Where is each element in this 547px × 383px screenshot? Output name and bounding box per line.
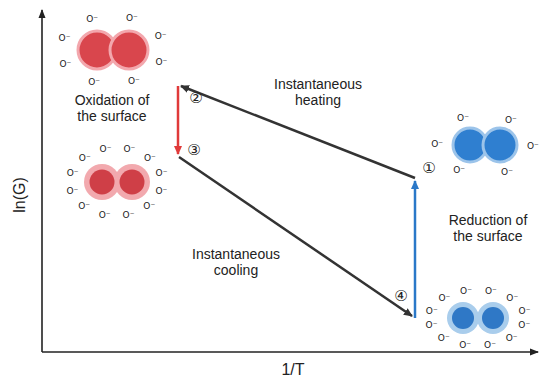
oxygen-ion-label: O⁻ xyxy=(519,306,531,316)
oxygen-ion-label: O⁻ xyxy=(459,340,471,350)
oxygen-ion-label: O⁻ xyxy=(460,286,472,296)
oxygen-ion-label: O⁻ xyxy=(79,153,91,163)
oxygen-ion-label: O⁻ xyxy=(126,13,138,23)
oxygen-ion-label: O⁻ xyxy=(99,210,111,220)
particle-pair xyxy=(78,31,148,69)
oxygen-ion-label: O⁻ xyxy=(67,185,79,195)
oxygen-ion-label: O⁻ xyxy=(453,165,465,175)
oxygen-ion-label: O⁻ xyxy=(527,141,539,151)
reduction-arrow xyxy=(414,181,417,318)
oxygen-ion-label: O⁻ xyxy=(100,144,112,154)
oxygen-ion-label: O⁻ xyxy=(155,186,167,196)
cooling-arrow xyxy=(179,157,412,316)
oxidation-arrow xyxy=(177,86,180,154)
oxygen-ion-label: O⁻ xyxy=(88,77,100,87)
particle-pair xyxy=(84,164,150,200)
oxygen-ion-label: O⁻ xyxy=(123,144,135,154)
oxygen-ion-label: O⁻ xyxy=(426,320,438,330)
oxygen-ion-label: O⁻ xyxy=(506,333,518,343)
oxygen-ion-label: O⁻ xyxy=(457,113,469,123)
oxygen-ion-label: O⁻ xyxy=(78,201,90,211)
x-axis xyxy=(42,351,538,353)
oxygen-ion-label: O⁻ xyxy=(506,293,518,303)
y-axis xyxy=(41,10,43,352)
oxygen-ion-label: O⁻ xyxy=(156,168,168,178)
oxygen-ion-label: O⁻ xyxy=(426,305,438,315)
callout-number: ③ xyxy=(187,142,200,159)
oxygen-ion-label: O⁻ xyxy=(128,76,140,86)
step-label: Reduction of the surface xyxy=(439,212,537,244)
oxygen-ion-label: O⁻ xyxy=(438,332,450,342)
callout-number: ② xyxy=(189,90,202,107)
oxygen-ion-label: O⁻ xyxy=(123,210,135,220)
callout-number: ④ xyxy=(394,288,407,305)
oxygen-ion-label: O⁻ xyxy=(485,286,497,296)
step-label: Instantaneous heating xyxy=(266,76,370,108)
particle-pair xyxy=(447,302,509,334)
callout-number: ① xyxy=(422,160,435,177)
oxygen-ion-label: O⁻ xyxy=(144,153,156,163)
oxygen-ion-label: O⁻ xyxy=(501,166,513,176)
step-label: Oxidation of the surface xyxy=(63,92,161,124)
oxygen-ion-label: O⁻ xyxy=(484,340,496,350)
oxygen-ion-label: O⁻ xyxy=(155,31,167,41)
step-label: Instantaneous cooling xyxy=(184,246,288,278)
axis-label: 1/T xyxy=(281,361,304,379)
oxygen-ion-label: O⁻ xyxy=(86,14,98,24)
oxygen-ion-label: O⁻ xyxy=(505,115,517,125)
oxygen-ion-label: O⁻ xyxy=(518,320,530,330)
particle-pair xyxy=(453,128,517,162)
axis-label: ln(G) xyxy=(11,177,29,213)
oxygen-ion-label: O⁻ xyxy=(156,57,168,67)
oxygen-ion-label: O⁻ xyxy=(431,138,443,148)
oxygen-ion-label: O⁻ xyxy=(59,33,71,43)
oxygen-ion-label: O⁻ xyxy=(67,168,79,178)
oxygen-ion-label: O⁻ xyxy=(59,59,71,69)
oxygen-ion-label: O⁻ xyxy=(143,201,155,211)
oxygen-ion-label: O⁻ xyxy=(438,293,450,303)
